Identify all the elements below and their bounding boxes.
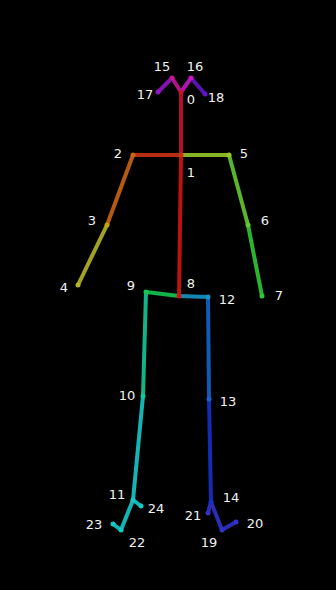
joint-dot — [156, 90, 161, 95]
callout-number: 6 — [261, 214, 269, 227]
joint-dot — [111, 522, 116, 527]
bone — [143, 292, 146, 396]
callout-number: 16 — [187, 60, 204, 73]
joint-dot — [131, 153, 136, 158]
bone — [181, 78, 191, 92]
joint-dot — [179, 153, 184, 158]
callout-number: 19 — [201, 536, 218, 549]
callout-number: 21 — [185, 509, 202, 522]
bone — [211, 502, 222, 530]
callout-number: 3 — [88, 214, 96, 227]
joint-dot — [209, 500, 214, 505]
joint-dot — [227, 153, 232, 158]
callout-number: 7 — [275, 289, 283, 302]
joint-dot — [206, 295, 211, 300]
bone — [78, 225, 107, 285]
joint-dot — [189, 76, 194, 81]
callout-number: 22 — [129, 536, 146, 549]
joint-dot — [131, 498, 136, 503]
joint-dot — [119, 528, 124, 533]
bone — [229, 155, 248, 225]
joint-dot — [179, 90, 184, 95]
bone — [158, 78, 172, 92]
callout-number: 23 — [86, 518, 103, 531]
bone — [133, 153, 181, 157]
bone — [181, 153, 229, 157]
callout-number: 13 — [220, 395, 237, 408]
bone — [248, 225, 262, 296]
callout-number: 24 — [148, 502, 165, 515]
callout-number: 9 — [127, 279, 135, 292]
callout-number: 0 — [187, 93, 195, 106]
callout-number: 15 — [154, 60, 171, 73]
callout-number: 4 — [60, 281, 68, 294]
callout-number: 5 — [240, 147, 248, 160]
callout-number: 18 — [208, 91, 225, 104]
bone — [179, 155, 181, 296]
joint-dot — [141, 394, 146, 399]
callout-number: 2 — [114, 147, 122, 160]
callout-number: 1 — [187, 166, 195, 179]
joint-dot — [76, 283, 81, 288]
callout-number: 14 — [223, 491, 240, 504]
bone — [179, 296, 208, 297]
joint-dot — [105, 223, 110, 228]
bone — [133, 396, 143, 500]
joint-dot — [234, 520, 239, 525]
joint-dot — [139, 504, 144, 509]
joint-dot — [207, 397, 212, 402]
callout-number: 17 — [137, 88, 154, 101]
joint-dot — [177, 294, 182, 299]
bone — [179, 92, 183, 155]
joint-dot — [206, 511, 211, 516]
joint-dot — [220, 528, 225, 533]
callout-number: 8 — [187, 277, 195, 290]
joint-dot — [203, 92, 208, 97]
joint-dot — [246, 223, 251, 228]
bone — [107, 155, 133, 225]
callout-number: 11 — [109, 488, 126, 501]
bone — [209, 399, 211, 502]
callout-number: 10 — [119, 389, 136, 402]
joint-dot — [144, 290, 149, 295]
bone — [146, 292, 179, 296]
bone — [208, 297, 209, 399]
joint-dot — [260, 294, 265, 299]
joint-dot — [170, 76, 175, 81]
callout-number: 12 — [219, 293, 236, 306]
callout-number: 20 — [247, 517, 264, 530]
bone — [121, 500, 133, 530]
